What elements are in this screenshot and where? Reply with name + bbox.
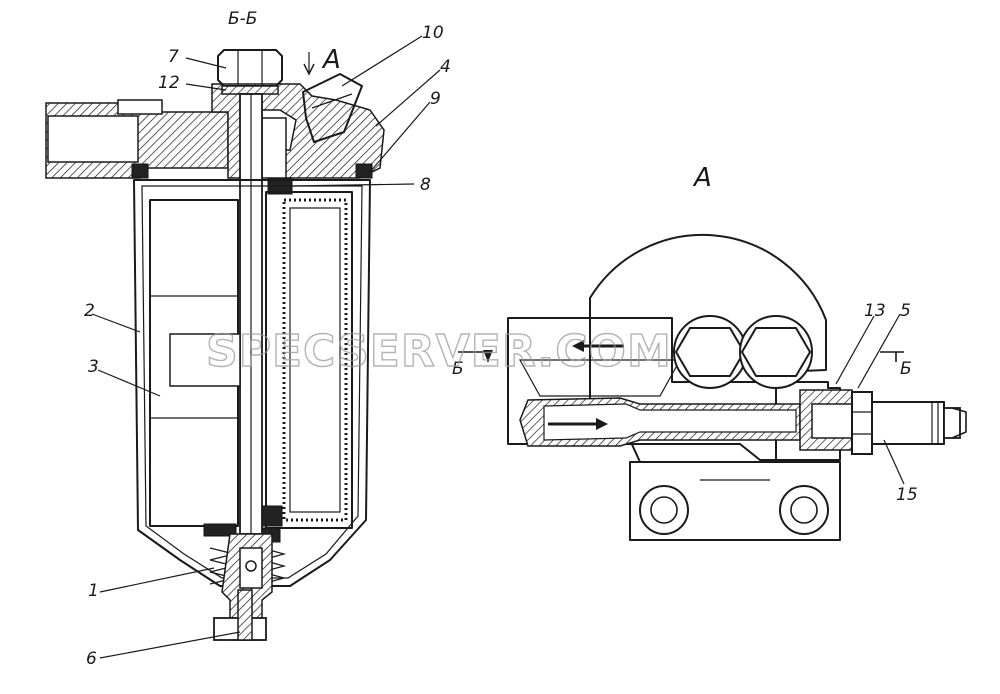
- watermark: SPECSERVER.COM: [206, 326, 672, 377]
- hex-bolt-left: [673, 315, 747, 389]
- filter-element-right: [265, 191, 353, 529]
- view-title: А: [692, 163, 712, 193]
- plug-10: [302, 73, 363, 143]
- callout-1: 1: [88, 581, 99, 601]
- callout-7: 7: [168, 47, 179, 67]
- callout-2: 2: [84, 301, 95, 321]
- section-view: [45, 49, 385, 641]
- sensor-15: [871, 401, 945, 445]
- view-a: [458, 233, 967, 541]
- mounting-lugs: [629, 461, 841, 541]
- section-mark-right: Б: [900, 359, 912, 379]
- callout-3: 3: [88, 357, 99, 377]
- callout-13: 13: [864, 301, 886, 321]
- nut-5: [851, 391, 873, 455]
- leader-lines: [91, 35, 905, 659]
- section-mark-left: Б: [452, 359, 464, 379]
- callout-12: 12: [158, 73, 180, 93]
- filter-bowl: [133, 179, 371, 587]
- bolt-head: [217, 49, 283, 87]
- callout-15: 15: [896, 485, 918, 505]
- bowl-outline: [589, 233, 827, 463]
- section-title: Б-Б: [228, 9, 257, 29]
- callout-5: 5: [900, 301, 911, 321]
- callout-10: 10: [422, 23, 444, 43]
- callout-9: 9: [430, 89, 441, 109]
- arrow-label: А: [321, 45, 341, 75]
- washer-12: [221, 85, 279, 95]
- callout-8: 8: [420, 175, 431, 195]
- callout-4: 4: [440, 57, 451, 77]
- hex-bolt-right: [739, 315, 813, 389]
- filter-element-3: [149, 199, 239, 527]
- callout-6: 6: [86, 649, 97, 669]
- inlet-bore: [47, 115, 139, 163]
